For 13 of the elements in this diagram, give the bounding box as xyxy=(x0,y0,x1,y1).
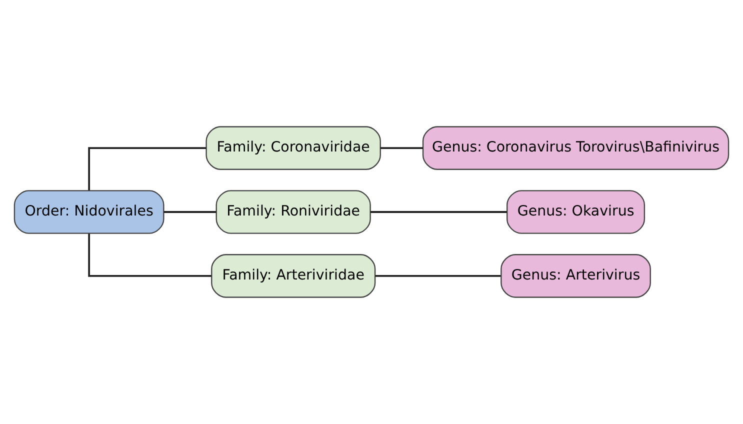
node-box: Family: Roniviridae xyxy=(216,190,371,234)
node-box: Genus: Coronavirus Torovirus\Bafinivirus xyxy=(422,126,730,170)
node-box: Genus: Arterivirus xyxy=(500,254,651,298)
connector xyxy=(88,147,206,190)
node-box: Family: Arteriviridae xyxy=(211,254,376,298)
node-box: Family: Coronaviridae xyxy=(206,126,381,170)
connector xyxy=(164,211,216,213)
node-box: Genus: Okavirus xyxy=(506,190,646,234)
connector xyxy=(380,147,423,149)
connector xyxy=(375,275,501,277)
connector xyxy=(88,234,212,277)
connector xyxy=(370,211,507,213)
node-box: Order: Nidovirales xyxy=(14,190,164,234)
